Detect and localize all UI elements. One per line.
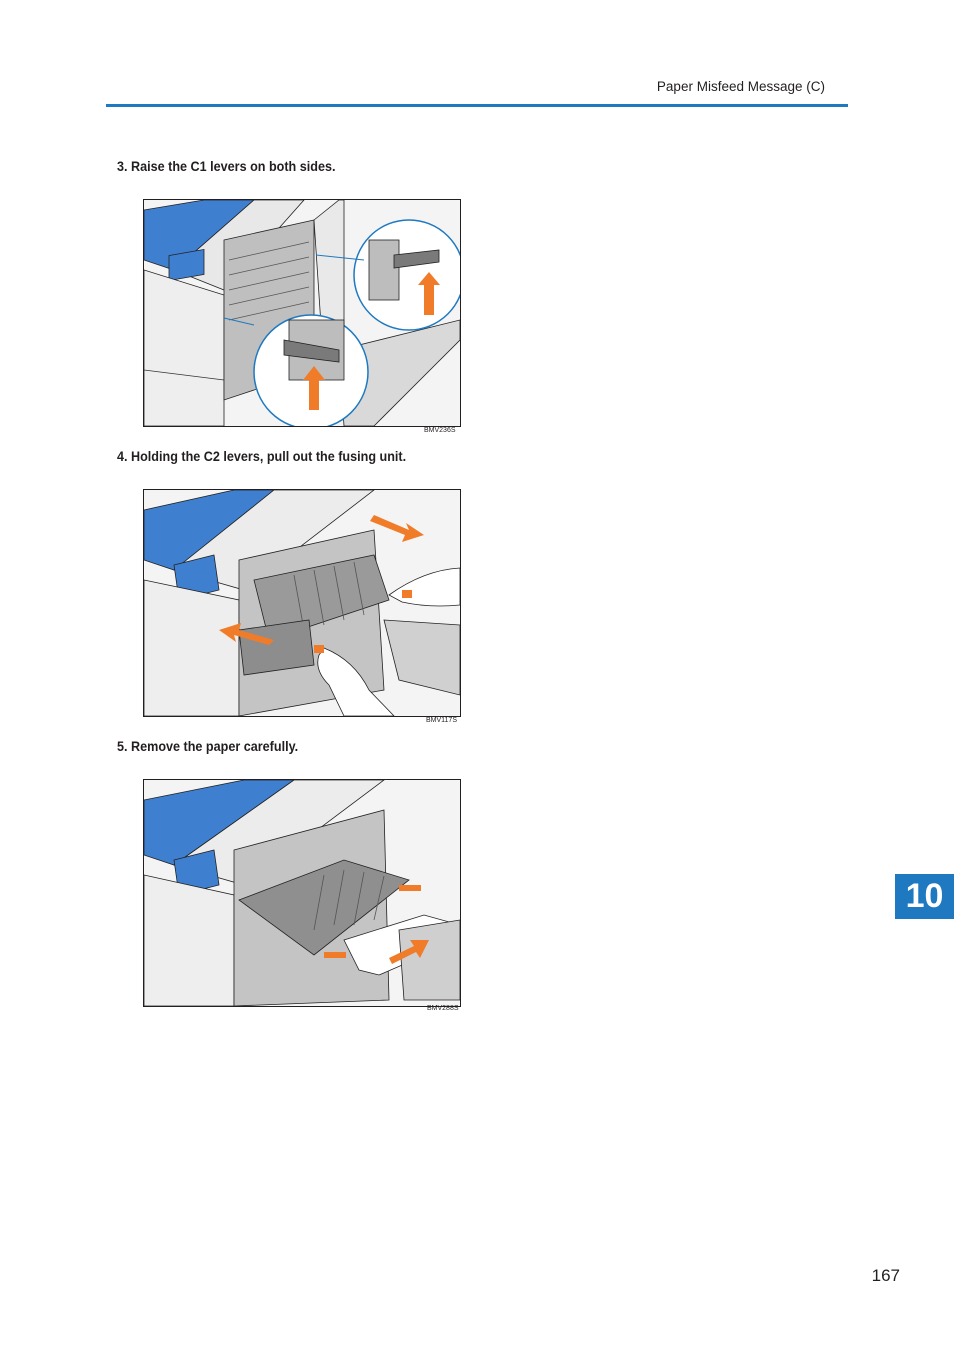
printer-illustration-2 [144, 490, 460, 716]
figure-code-1: BMV236S [424, 427, 456, 434]
printer-illustration-1 [144, 200, 460, 426]
step-5-instruction: 5. Remove the paper carefully. [117, 738, 299, 754]
figure-raise-c1-levers [143, 199, 461, 427]
printer-illustration-3 [144, 780, 460, 1006]
step-4-instruction: 4. Holding the C2 levers, pull out the f… [117, 448, 407, 464]
figure-code-2: BMV117S [426, 717, 457, 724]
figure-code-3: BMV288S [427, 1005, 459, 1012]
figure-pull-fusing-unit [143, 489, 461, 717]
header-rule [106, 104, 848, 107]
page-number: 167 [871, 1266, 900, 1285]
step-3-instruction: 3. Raise the C1 levers on both sides. [117, 158, 336, 174]
running-header: Paper Misfeed Message (C) [656, 79, 825, 94]
chapter-tab: 10 [895, 874, 954, 919]
figure-remove-paper [143, 779, 461, 1007]
